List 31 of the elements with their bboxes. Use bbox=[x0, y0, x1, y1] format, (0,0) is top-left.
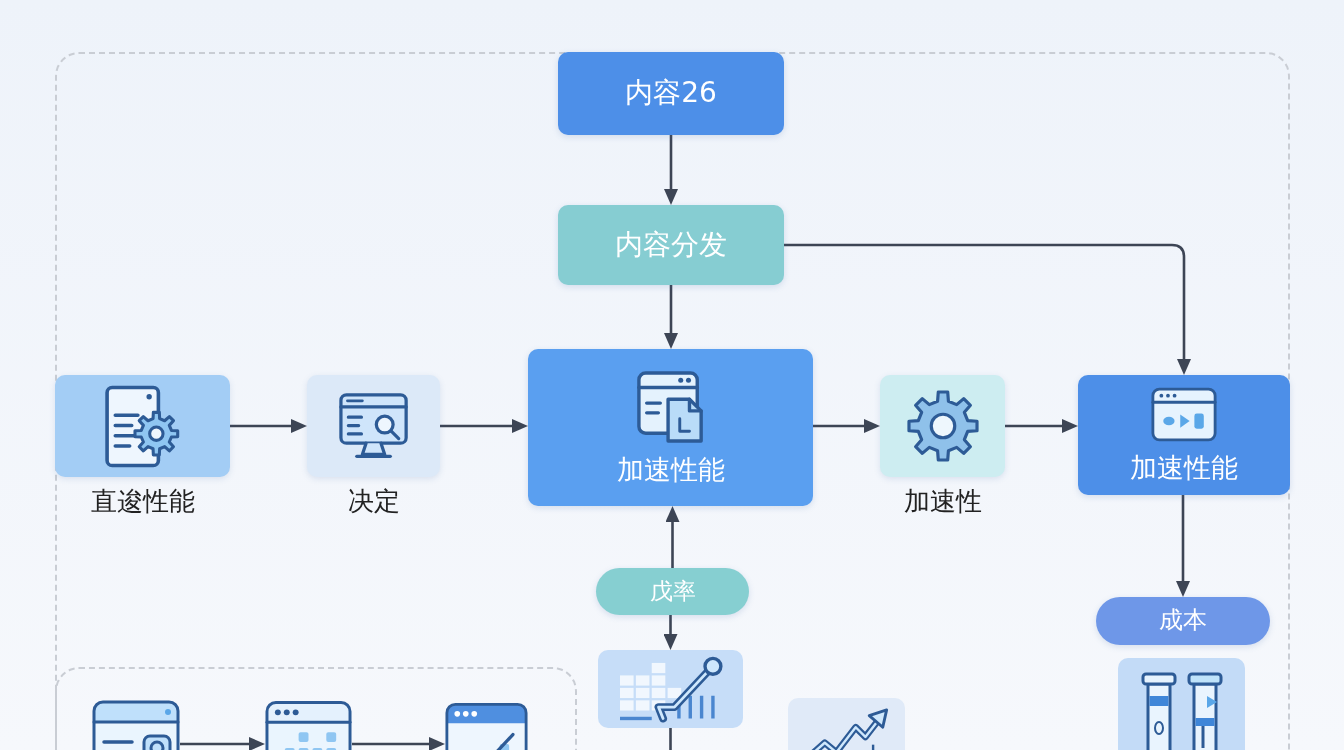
process-box bbox=[558, 52, 784, 135]
arrow bbox=[1005, 419, 1078, 433]
arrow bbox=[663, 615, 678, 650]
node-label: 内容分发 bbox=[615, 228, 727, 262]
pill-node bbox=[596, 568, 749, 615]
arrow bbox=[784, 243, 1191, 375]
arrow bbox=[664, 285, 678, 349]
arrow bbox=[440, 419, 528, 433]
node-label: 加速性 bbox=[903, 485, 982, 518]
node-label: 内容26 bbox=[625, 77, 717, 110]
arrow bbox=[352, 737, 445, 750]
node-label: 加速性能 bbox=[616, 453, 725, 485]
arrow bbox=[1176, 495, 1190, 597]
picture-card bbox=[1118, 658, 1245, 750]
node-label: 加速性能 bbox=[1130, 451, 1238, 483]
process-box bbox=[528, 349, 813, 506]
node-label: 直逡性能 bbox=[90, 485, 195, 518]
process-box bbox=[1078, 375, 1290, 495]
arrow bbox=[180, 737, 265, 750]
dashed-group-frame bbox=[55, 52, 1290, 750]
picture-card bbox=[598, 650, 743, 728]
connector-line bbox=[669, 728, 672, 750]
pill-node bbox=[1096, 597, 1270, 645]
node-label: 决定 bbox=[347, 485, 400, 518]
process-box bbox=[558, 205, 784, 285]
arrow bbox=[664, 135, 678, 205]
arrow bbox=[813, 419, 880, 433]
arrow bbox=[230, 419, 307, 433]
node-label: 成本 bbox=[1159, 607, 1207, 635]
arrow bbox=[665, 506, 680, 568]
node-label: 戊率 bbox=[649, 578, 696, 605]
